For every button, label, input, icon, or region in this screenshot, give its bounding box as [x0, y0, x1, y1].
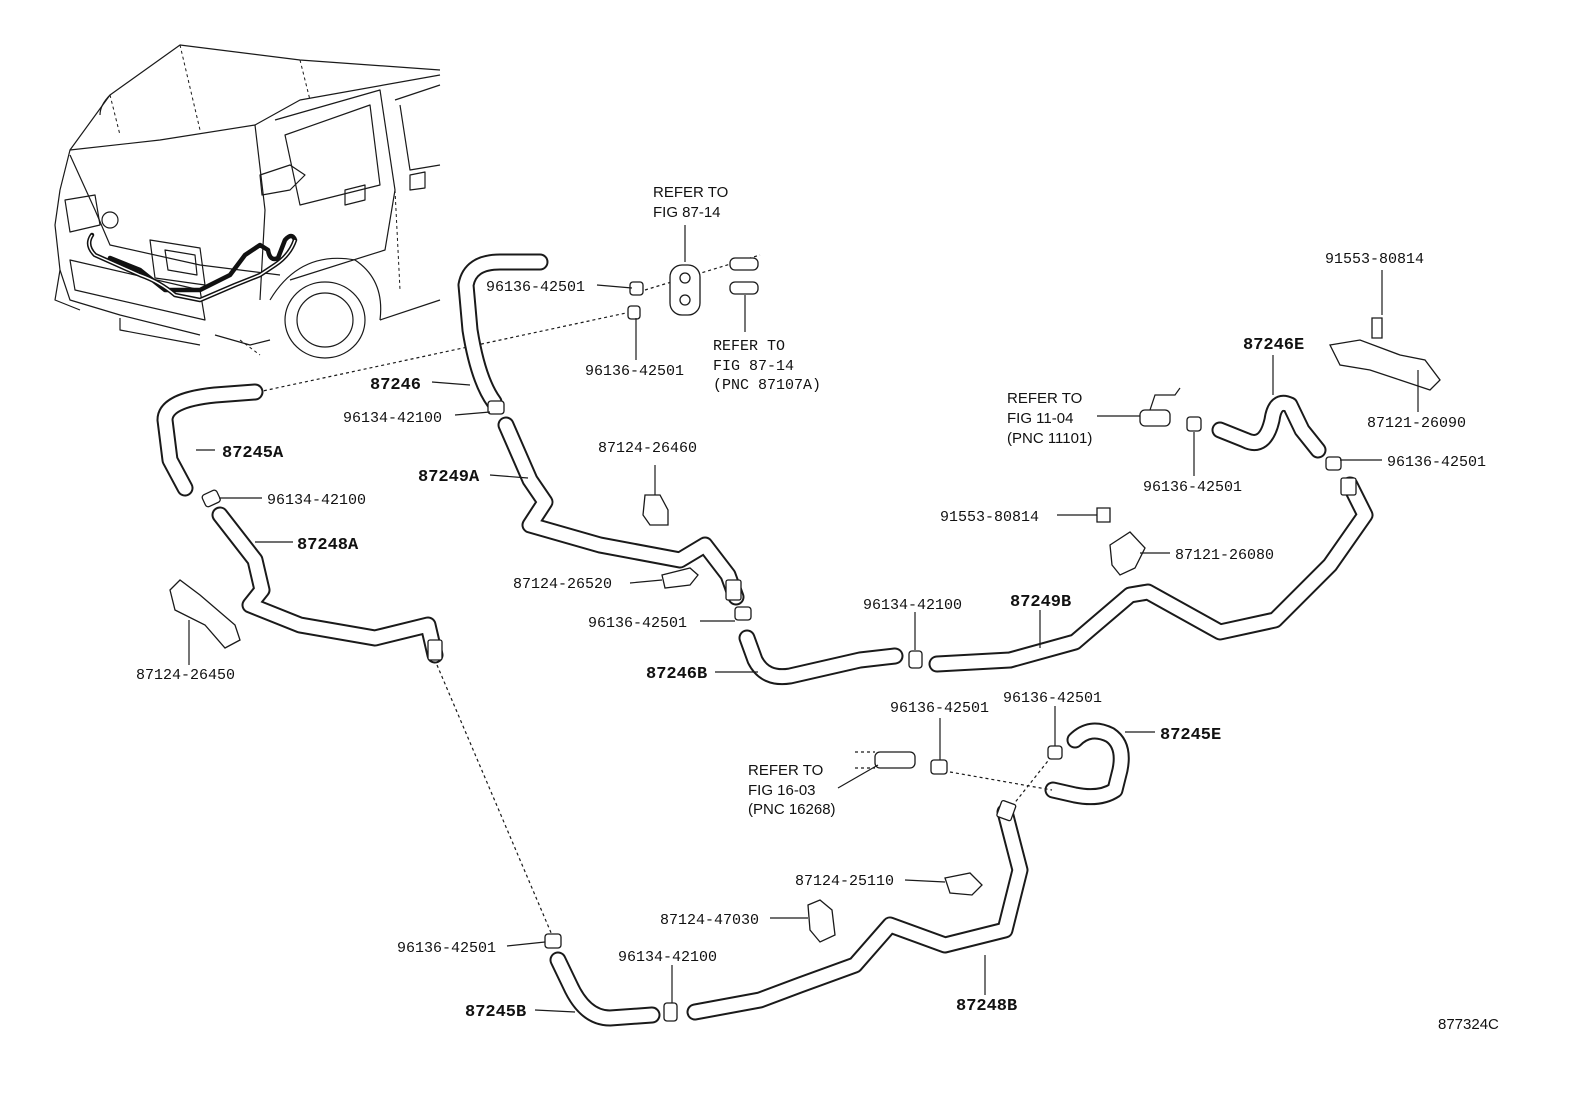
- clamp-icon: [627, 305, 641, 320]
- pipe-icon: [729, 281, 759, 295]
- bracket-87121-26090-icon: [1329, 339, 1441, 391]
- clamp-icon: [1186, 416, 1202, 432]
- pipe-icon: [729, 257, 759, 271]
- clamp-icon: [201, 489, 221, 508]
- label-96136-42501[interactable]: 96136-42501: [397, 940, 496, 957]
- label-96136-42501[interactable]: 96136-42501: [1143, 479, 1242, 496]
- dash-line-87245E-87248B: [1012, 751, 1056, 806]
- clamp-icon: [1325, 456, 1342, 471]
- hose-end-icon: [427, 639, 443, 661]
- label-87245A[interactable]: 87245A: [222, 444, 284, 463]
- clip-87124-26520-icon: [661, 567, 699, 589]
- label-87245B[interactable]: 87245B: [465, 1003, 526, 1022]
- refer-fig-11-04[interactable]: REFER TO FIG 11-04 (PNC 11101): [1007, 390, 1092, 447]
- label-91553-80814[interactable]: 91553-80814: [1325, 251, 1424, 268]
- label-87249A[interactable]: 87249A: [418, 468, 480, 487]
- refer-line-2: FIG 11-04: [1007, 410, 1073, 427]
- label-87248A[interactable]: 87248A: [297, 536, 359, 555]
- clamp-group: [169, 257, 1441, 1022]
- label-96134-42100[interactable]: 96134-42100: [343, 410, 442, 427]
- clamp-icon: [544, 933, 562, 949]
- label-87121-26080[interactable]: 87121-26080: [1175, 547, 1274, 564]
- grommet-hole-icon: [679, 294, 691, 306]
- bolt-icon: [1371, 317, 1383, 339]
- clip-87124-26450-icon: [169, 579, 241, 649]
- clamp-icon: [663, 1002, 678, 1022]
- label-87124-26460[interactable]: 87124-26460: [598, 440, 697, 457]
- label-96134-42100[interactable]: 96134-42100: [863, 597, 962, 614]
- label-87246B[interactable]: 87246B: [646, 665, 707, 684]
- clamp-icon: [734, 606, 752, 621]
- label-96134-42100[interactable]: 96134-42100: [267, 492, 366, 509]
- label-96136-42501[interactable]: 96136-42501: [486, 279, 585, 296]
- refer-line-2: FIG 87-14: [713, 358, 794, 375]
- label-87121-26090[interactable]: 87121-26090: [1367, 415, 1466, 432]
- hose-end-icon: [1340, 477, 1357, 496]
- label-87124-25110[interactable]: 87124-25110: [795, 873, 894, 890]
- label-87245E[interactable]: 87245E: [1160, 726, 1221, 745]
- diagram-code: 877324C: [1438, 1016, 1499, 1033]
- dash-line-valve-87245E: [949, 771, 1053, 791]
- label-96136-42501[interactable]: 96136-42501: [1003, 690, 1102, 707]
- label-96136-42501[interactable]: 96136-42501: [890, 700, 989, 717]
- grommet-icon: [669, 264, 701, 316]
- clamp-icon: [930, 759, 948, 775]
- refer-line-1: REFER TO: [748, 762, 823, 779]
- labels: 87246 87245A 87248A 87249A 87246B 87249B…: [136, 184, 1499, 1033]
- bracket-87121-26080-icon: [1109, 531, 1146, 576]
- label-87246[interactable]: 87246: [370, 376, 421, 395]
- hose-end-icon: [996, 800, 1017, 822]
- label-87248B[interactable]: 87248B: [956, 997, 1017, 1016]
- refer-line-2: FIG 87-14: [653, 204, 721, 221]
- label-87249B[interactable]: 87249B: [1010, 593, 1071, 612]
- van-illustration: [54, 44, 441, 359]
- bolt-icon: [1096, 507, 1111, 523]
- valve-icon: [874, 751, 916, 769]
- clip-87124-26460-icon: [642, 494, 669, 526]
- dash-line-87248A-87245B: [436, 664, 553, 936]
- clamp-icon: [629, 281, 644, 296]
- label-96136-42501[interactable]: 96136-42501: [1387, 454, 1486, 471]
- grommet-hole-icon: [679, 272, 691, 284]
- clamp-icon: [908, 650, 923, 669]
- label-96136-42501[interactable]: 96136-42501: [588, 615, 687, 632]
- refer-fig-16-03[interactable]: REFER TO FIG 16-03 (PNC 16268): [748, 762, 836, 818]
- clamp-icon: [487, 400, 505, 415]
- leader-lines: [188, 225, 1419, 1013]
- hose-group: [156, 253, 1374, 1027]
- dash-line-ref87-14: [644, 254, 761, 291]
- refer-line-1: REFER TO: [653, 184, 728, 201]
- valve-icon: [1139, 409, 1171, 427]
- label-87246E[interactable]: 87246E: [1243, 336, 1304, 355]
- label-96134-42100[interactable]: 96134-42100: [618, 949, 717, 966]
- van-link-line: [257, 309, 641, 393]
- refer-line-3: (PNC 16268): [748, 801, 836, 818]
- refer-fig-87-14-top[interactable]: REFER TO FIG 87-14: [653, 184, 728, 221]
- refer-fig-87-14-bottom[interactable]: REFER TO FIG 87-14 (PNC 87107A): [713, 338, 821, 394]
- hose-end-icon: [725, 579, 742, 601]
- refer-line-3: (PNC 87107A): [713, 377, 821, 394]
- label-87124-26450[interactable]: 87124-26450: [136, 667, 235, 684]
- label-87124-26520[interactable]: 87124-26520: [513, 576, 612, 593]
- clip-87124-25110-icon: [944, 872, 983, 896]
- clip-87124-47030-icon: [807, 899, 836, 943]
- label-87124-47030[interactable]: 87124-47030: [660, 912, 759, 929]
- refer-line-1: REFER TO: [713, 338, 785, 355]
- refer-line-1: REFER TO: [1007, 390, 1082, 407]
- refer-line-3: (PNC 11101): [1007, 430, 1092, 447]
- label-91553-80814[interactable]: 91553-80814: [940, 509, 1039, 526]
- refer-line-2: FIG 16-03: [748, 782, 816, 799]
- clamp-icon: [1047, 745, 1063, 760]
- label-96136-42501[interactable]: 96136-42501: [585, 363, 684, 380]
